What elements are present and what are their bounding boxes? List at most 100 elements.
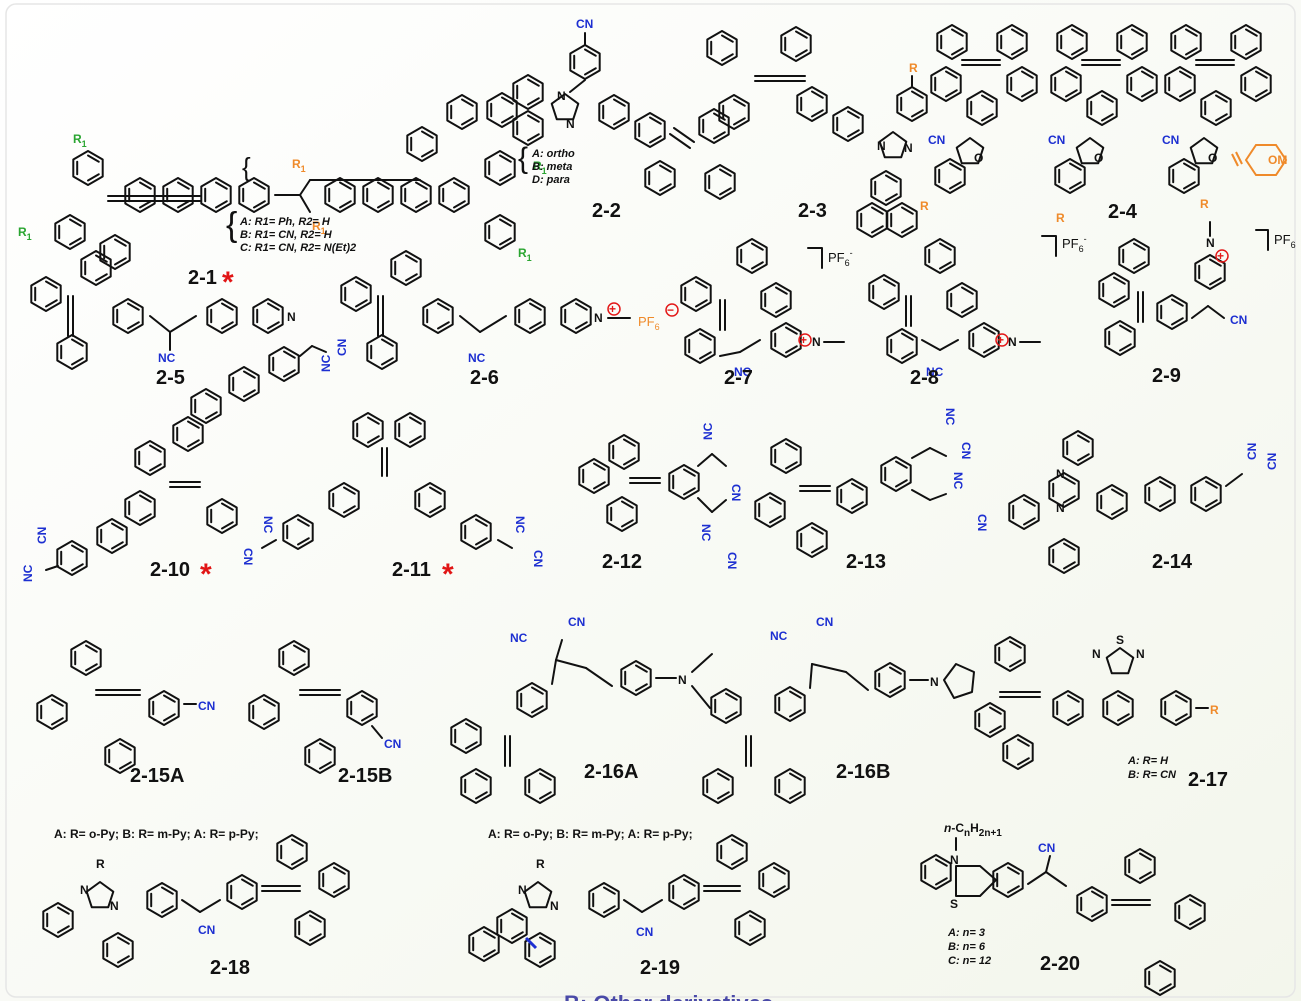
note-2-19: A: R= o-Py; B: R= m-Py; A: R= p-Py; (488, 827, 693, 841)
compound-2-14: N N CN CN 2-14 (1008, 430, 1279, 574)
cn-label: CN (1230, 313, 1247, 327)
label-2-12: 2-12 (602, 551, 642, 573)
r-label: R (96, 857, 105, 871)
n-atom: N (566, 117, 575, 131)
note-2-20-a: A: n= 3 (947, 927, 985, 939)
label-2-9: 2-9 (1152, 365, 1181, 387)
o-atom: O (974, 151, 983, 165)
star-mark: * (222, 266, 234, 299)
cn-label: CN (1245, 443, 1259, 460)
label-2-19: 2-19 (640, 957, 680, 979)
n-atom: N (950, 853, 959, 867)
label-2-7: 2-7 (724, 367, 753, 389)
n-atom: N (287, 310, 296, 324)
label-2-1: 2-1 (188, 267, 217, 289)
nc-label: NC (943, 408, 957, 426)
pf6-anion: PF6 (1274, 232, 1296, 250)
pf6-anion: PF6- (1062, 234, 1087, 254)
cn-label: CN (1048, 133, 1065, 147)
note-2-20-c: C: n= 12 (948, 955, 991, 967)
note-2-2-a: A: ortho (531, 148, 575, 160)
brace: { (242, 152, 251, 182)
note-2-1-b: B: R1= CN, R2= H (240, 229, 333, 241)
nc-label: NC (701, 422, 715, 440)
cn-label: CN (1038, 841, 1055, 855)
cn-label: CN (729, 484, 743, 501)
cn-label: CN (241, 548, 255, 565)
compound-2-1: R1 R1 R1 R1 R1 R1 { { A: R1= Ph, R2= H B… (18, 94, 547, 299)
pf6-anion: PF6 (638, 314, 660, 332)
r-label: R (536, 857, 545, 871)
nc-label: NC (770, 629, 788, 643)
label-2-14: 2-14 (1152, 551, 1193, 573)
n-atom: N (1056, 467, 1065, 481)
compound-2-19: A: R= o-Py; B: R= m-Py; A: R= p-Py; R N … (468, 827, 790, 979)
n-atom: N (518, 883, 527, 897)
star-mark: * (442, 558, 454, 591)
label-2-3: 2-3 (798, 200, 827, 222)
note-2-17-b: B: R= CN (1128, 769, 1177, 781)
note-2-1-a: A: R1= Ph, R2= H (239, 216, 331, 228)
variant-b: O CN R (1048, 24, 1158, 225)
r1-label: R1 (18, 225, 32, 242)
label-2-11: 2-11 (392, 559, 431, 581)
cn-label: CN (335, 339, 349, 356)
nc-label: NC (319, 354, 333, 372)
star-mark: * (200, 558, 212, 591)
label-2-17: 2-17 (1188, 769, 1228, 791)
r1-orange-label: R1 (312, 219, 326, 236)
plus-charge: + (800, 333, 807, 347)
nc-label: NC (261, 516, 275, 534)
compound-2-15B: CN 2-15B (248, 640, 401, 787)
cn-label: CN (1265, 453, 1279, 470)
plus-charge: + (1217, 249, 1224, 263)
cn-label: CN (975, 514, 989, 531)
nc-label: NC (21, 564, 35, 582)
note-2-2-d: D: para (532, 174, 570, 186)
cn-label: CN (1162, 133, 1179, 147)
nc-label: NC (513, 516, 527, 534)
nc-label: NC (734, 365, 752, 379)
n-atom: N (1092, 647, 1101, 661)
note-2-18: A: R= o-Py; B: R= m-Py; A: R= p-Py; (54, 827, 259, 841)
n-atom: N (594, 311, 603, 325)
s-atom: S (1116, 633, 1124, 647)
compound-2-11: NC CN NC CN 2-11 * (241, 412, 545, 591)
compound-2-15A: CN 2-15A (36, 640, 215, 787)
brace: { (226, 206, 237, 244)
pf6-anion: PF6- (828, 248, 853, 268)
nc-label: NC (951, 472, 965, 490)
note-2-17-a: A: R= H (1127, 755, 1169, 767)
compound-2-10: NC CN NC CN 2-10 * (21, 339, 349, 591)
alkyl-chain: n-CnH2n+1 (944, 821, 1002, 839)
cn-label: CN (531, 550, 545, 567)
cn-label: CN (959, 442, 973, 459)
compound-2-5: NC N 2-5 (30, 250, 296, 389)
brace: { (518, 142, 528, 175)
compound-2-7: NC N + PF6- 2-7 (680, 238, 853, 389)
n-atom: N (1136, 647, 1145, 661)
cn-label: CN (198, 923, 215, 937)
variant-a: O CN R (920, 24, 1038, 213)
n-atom: N (1056, 501, 1065, 515)
note-2-1-c: C: R1= CN, R2= N(Et)2 (240, 242, 356, 254)
compound-2-2: CN N N { A: ortho B: meta D: para 2-2 (486, 17, 736, 222)
label-2-4: 2-4 (1108, 201, 1138, 223)
r-label: R (1200, 197, 1209, 211)
compound-2-12: NC CN NC CN 2-12 (578, 422, 743, 573)
nc-label: NC (510, 631, 528, 645)
variant-c: O CN R OM (1162, 24, 1287, 211)
compound-2-6: NC N + PF6 − 2-6 (340, 250, 679, 389)
methoxyphenyl-group: OM (1231, 144, 1287, 176)
r1-label: R1 (533, 159, 547, 176)
r-label: R (909, 61, 918, 75)
nc-label: NC (158, 351, 176, 365)
cn-label: CN (568, 615, 585, 629)
n-atom: N (1206, 236, 1215, 250)
compound-2-16B: NC CN N 2-16B (702, 615, 975, 804)
compound-2-18: A: R= o-Py; B: R= m-Py; A: R= p-Py; R N … (42, 827, 350, 979)
o-atom: O (1094, 151, 1103, 165)
cn-label: CN (576, 17, 593, 31)
s-atom: S (950, 897, 958, 911)
label-2-13: 2-13 (846, 551, 886, 573)
